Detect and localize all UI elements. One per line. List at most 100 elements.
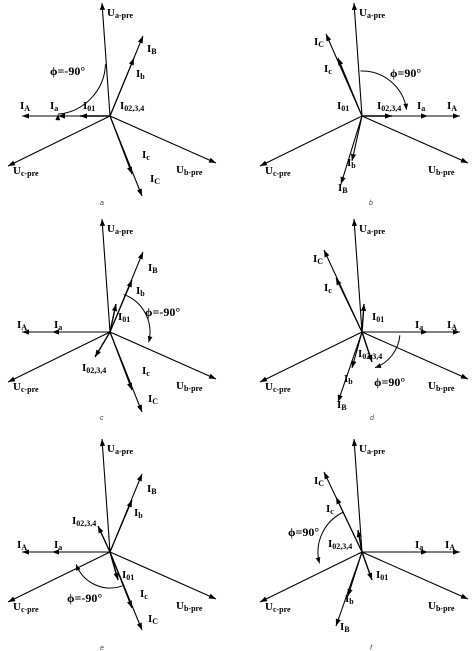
ia-capital-vector-arrowhead	[22, 329, 29, 335]
ib-capital-label: IB	[337, 399, 347, 412]
ib-vector-arrowhead	[126, 280, 132, 288]
ic-capital-label: IC	[148, 393, 158, 406]
uc-pre-vector-arrowhead	[260, 596, 268, 602]
phi-arc-arrowhead	[403, 103, 409, 110]
ub-pre-label: Ub-pre	[428, 164, 455, 177]
ia-capital-vector-arrowhead	[22, 549, 29, 555]
ic-vector	[335, 277, 363, 333]
phi-arc	[317, 511, 344, 564]
ub-pre-vector-arrowhead	[208, 593, 216, 599]
phi-arc-arrowhead	[55, 114, 61, 121]
ia-label: Ia	[54, 539, 62, 552]
i01-label: I01	[83, 100, 95, 113]
ia-capital-vector-arrowhead	[453, 329, 460, 335]
ic-capital-vector	[109, 551, 143, 631]
ic-label: Ic	[326, 503, 334, 516]
uc-pre-label: Uc-pre	[13, 381, 39, 394]
ib-capital-label: IB	[340, 621, 350, 634]
ib-label: Ib	[136, 285, 145, 298]
ib-capital-vector	[335, 551, 363, 627]
uc-pre-vector	[7, 115, 111, 167]
ib-capital-vector-arrowhead	[136, 474, 142, 482]
ib-capital-vector	[340, 115, 363, 185]
i01-label: I01	[118, 311, 130, 324]
i01-vector-arrowhead	[113, 572, 119, 580]
ia-vector-arrowhead	[421, 329, 428, 335]
i01-label: I01	[376, 569, 388, 582]
ib-vector-arrowhead	[350, 153, 357, 161]
ua-pre-vector	[101, 218, 111, 333]
ic-capital-vector-arrowhead	[324, 472, 330, 480]
uc-pre-vector	[259, 331, 363, 383]
ua-pre-vector	[101, 438, 111, 553]
ua-pre-vector	[353, 218, 363, 333]
ib-capital-vector-arrowhead	[337, 394, 343, 402]
ic-capital-vector-arrowhead	[324, 250, 330, 258]
panel-caption: d	[370, 415, 375, 422]
ia-capital-label: IA	[447, 100, 457, 113]
ib-label: Ib	[347, 157, 356, 170]
ic-label: Ic	[142, 365, 150, 378]
ia-vector-arrowhead	[58, 113, 65, 119]
ub-pre-label: Ub-pre	[428, 380, 455, 393]
ib-capital-vector-arrowhead	[335, 618, 341, 626]
ub-pre-vector	[109, 331, 217, 380]
phi-arc-arrowhead	[374, 363, 382, 368]
phasor-panel-d: Ua-preUb-preUc-predIAIaICIcI01I02,3,4IbI…	[259, 218, 469, 422]
phi-arc-arrowhead	[147, 335, 153, 343]
uc-pre-vector	[259, 551, 363, 603]
ia-capital-vector-arrowhead	[453, 113, 460, 119]
ic-vector-arrowhead	[336, 278, 342, 286]
i02-vector-arrowhead	[367, 354, 373, 362]
ib-vector	[109, 499, 133, 553]
ib-vector	[109, 57, 135, 117]
i01-vector-arrowhead	[367, 572, 373, 580]
phi-arc	[57, 64, 106, 115]
ib-capital-label: IB	[147, 43, 157, 56]
uc-pre-label: Uc-pre	[13, 601, 39, 614]
ia-label: Ia	[415, 319, 423, 332]
ib-vector	[351, 115, 363, 162]
ub-pre-vector-arrowhead	[208, 373, 216, 379]
ia-vector-arrowhead	[52, 329, 59, 335]
ub-pre-vector	[109, 115, 217, 164]
ia-label: Ia	[417, 100, 425, 113]
ib-capital-vector-arrowhead	[340, 176, 346, 184]
ub-pre-vector	[109, 551, 217, 600]
ib-vector-arrowhead	[128, 58, 134, 66]
phi-label: ϕ=90°	[288, 525, 319, 539]
ub-pre-vector-arrowhead	[208, 157, 216, 163]
ib-label: Ib	[136, 68, 145, 81]
ic-vector-arrowhead	[336, 497, 342, 505]
ub-pre-label: Ub-pre	[428, 600, 455, 613]
ua-pre-vector-arrowhead	[99, 3, 106, 11]
ua-pre-label: Ua-pre	[107, 223, 133, 236]
phasor-panel-f: Ua-preUb-preUc-prefIAIaICIcI02,3,4I01IbI…	[259, 438, 469, 651]
ib-capital-vector-arrowhead	[137, 36, 143, 44]
i01-label: I01	[122, 569, 134, 582]
i02-label: I02,3,4	[72, 515, 96, 528]
ic-capital-vector	[109, 115, 143, 197]
uc-pre-vector-arrowhead	[8, 376, 16, 382]
phi-arc	[360, 70, 408, 110]
phi-arc-arrowhead	[315, 556, 321, 564]
ib-vector	[109, 279, 133, 333]
ua-pre-vector-arrowhead	[351, 219, 358, 227]
uc-pre-label: Uc-pre	[265, 601, 291, 614]
ua-pre-vector-arrowhead	[99, 439, 106, 447]
ua-pre-vector-arrowhead	[351, 3, 358, 11]
uc-pre-label: Uc-pre	[265, 381, 291, 394]
ic-vector	[337, 57, 363, 117]
uc-pre-label: Uc-pre	[13, 165, 39, 178]
i01-vector-arrowhead	[385, 113, 392, 119]
ub-pre-vector	[361, 331, 469, 380]
i02-label: I02,3,4	[358, 348, 382, 361]
ua-pre-label: Ua-pre	[359, 223, 385, 236]
ic-label: Ic	[142, 149, 150, 162]
ic-capital-vector-arrowhead	[136, 188, 142, 196]
uc-pre-vector-arrowhead	[8, 596, 16, 602]
ub-pre-label: Ub-pre	[176, 600, 203, 613]
